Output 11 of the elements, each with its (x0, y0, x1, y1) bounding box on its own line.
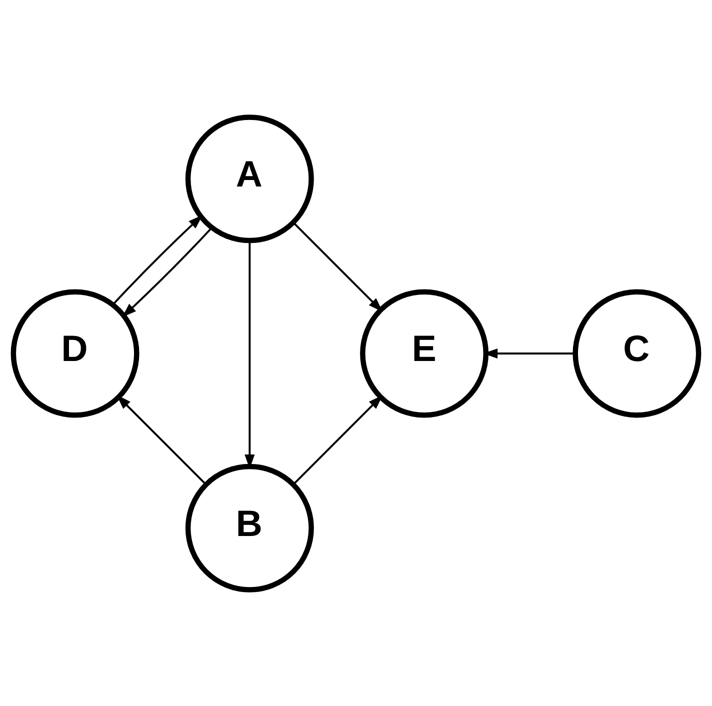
arrow (112, 214, 203, 305)
node-circle: C (572, 288, 702, 418)
node-circle: E (360, 288, 489, 418)
arrow (292, 221, 383, 312)
arrow (292, 394, 383, 485)
node-circle: A (185, 114, 314, 243)
arrow (116, 394, 207, 485)
arrow (483, 348, 575, 358)
arrow (122, 226, 212, 317)
node-circle: D (10, 288, 140, 418)
node-circle: B (185, 463, 314, 592)
